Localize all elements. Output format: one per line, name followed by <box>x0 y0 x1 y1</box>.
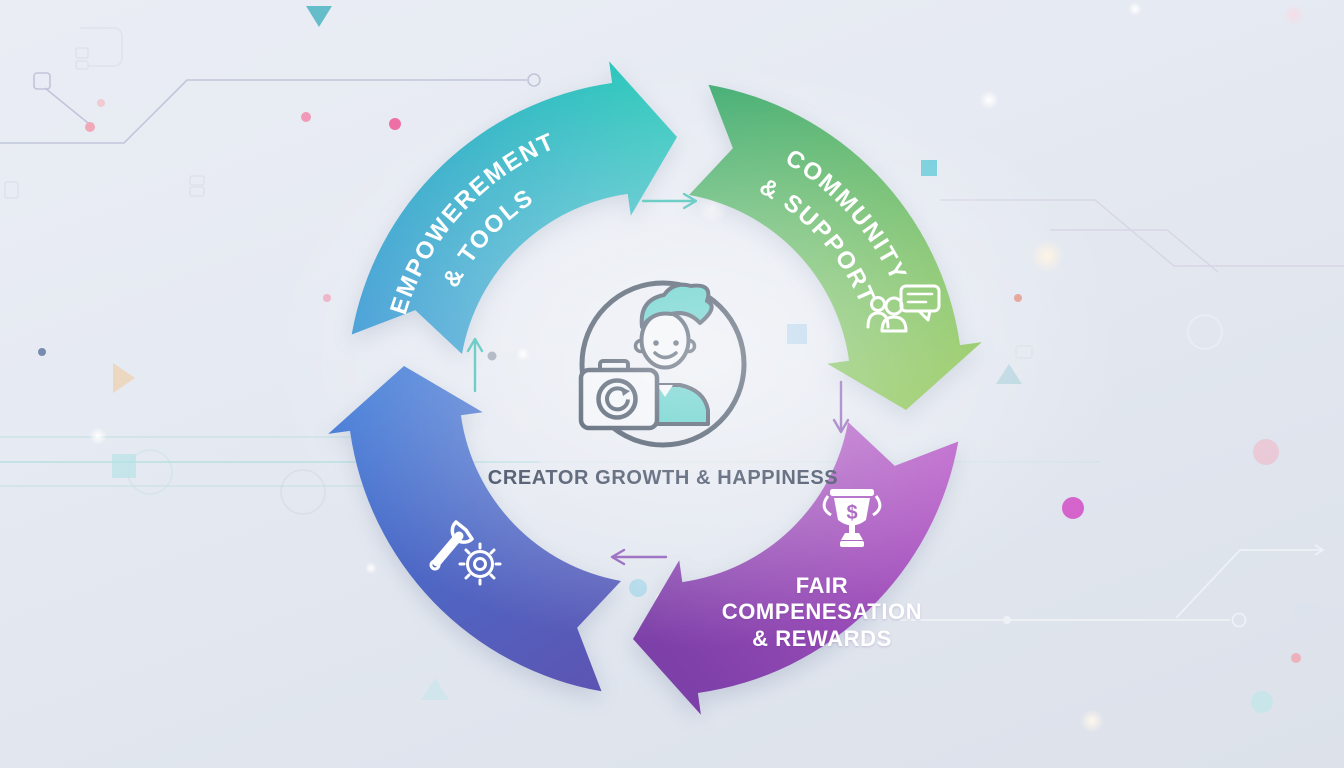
circuit-line-right <box>940 199 1344 273</box>
faint-circle <box>1187 314 1223 350</box>
light-square <box>1294 603 1324 633</box>
flow-arrow-up-icon <box>466 337 484 393</box>
people-chat-icon <box>866 284 941 333</box>
wrench-gear-icon <box>429 520 502 586</box>
cyan-square <box>921 160 937 176</box>
fair-line: FAIR <box>795 573 849 598</box>
teal-triangle <box>306 6 332 27</box>
blue-square <box>787 324 807 344</box>
creator-avatar-camera-icon <box>578 280 747 448</box>
trophy-dollar-icon: $ <box>822 489 882 547</box>
teal-triangle-small <box>996 364 1022 384</box>
segment-label-fair-compensation: FAIR COMPENESATION & REWARDS <box>690 573 954 652</box>
rewards-line: & REWARDS <box>752 625 892 651</box>
camera-icon <box>578 359 660 431</box>
flow-arrow-right-icon <box>641 192 698 210</box>
faint-glyphs <box>4 27 1033 359</box>
circuit-line-top-left <box>0 72 541 144</box>
teal-square <box>112 454 136 478</box>
segment-fair-compensation <box>633 422 959 715</box>
color-dots <box>38 99 1301 713</box>
diagram-center-title: CREATOR GROWTH & HAPPINESS <box>487 467 839 489</box>
compensation-line: COMPENESATION <box>721 599 923 625</box>
flow-arrow-down-icon <box>832 380 850 434</box>
trophy-dollar-symbol: $ <box>846 502 857 524</box>
teal-triangle-faint <box>421 678 449 700</box>
emblem-circle <box>579 280 747 448</box>
flow-arrow-left-icon <box>610 548 668 566</box>
faint-circle <box>280 469 326 515</box>
segment-community-support <box>689 84 982 410</box>
peach-triangle <box>113 363 135 393</box>
circuit-line-bottom-right <box>900 544 1325 628</box>
segment-empowerment-tools <box>351 61 677 354</box>
segment-maintenance <box>328 366 621 692</box>
creator-avatar-icon <box>626 282 714 426</box>
